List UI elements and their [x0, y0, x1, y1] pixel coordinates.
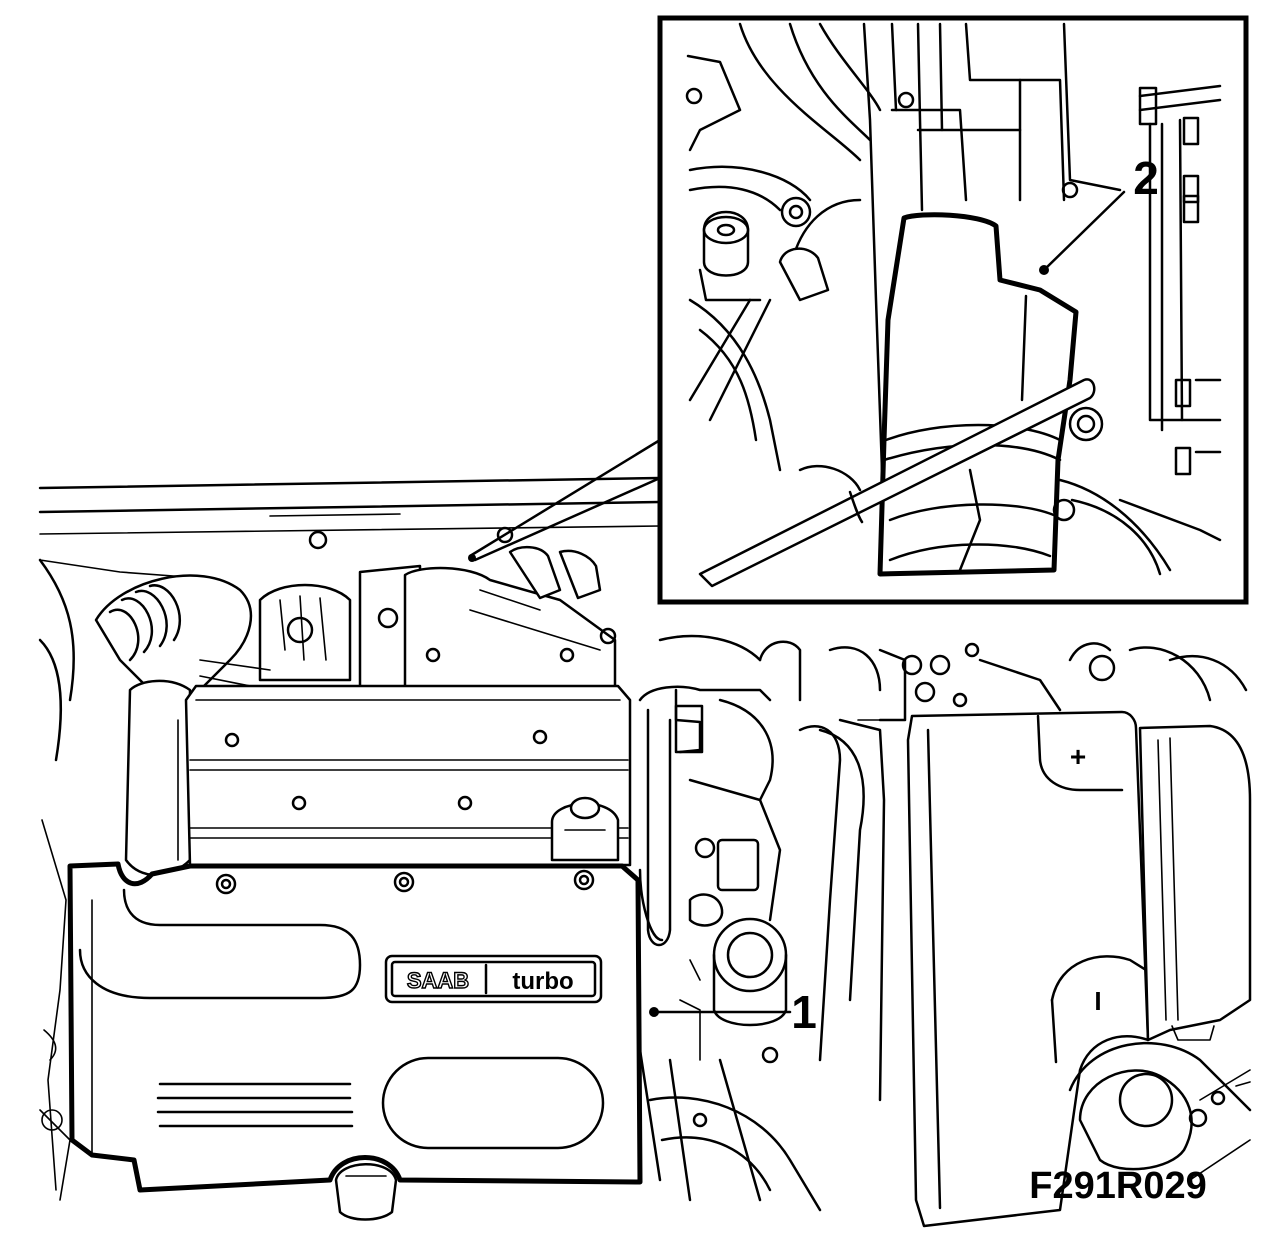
- detail-inset: 2: [468, 15, 1249, 605]
- battery-positive: +: [1070, 741, 1086, 772]
- battery: + I: [906, 710, 1252, 1228]
- engine-cover: [67, 861, 643, 1193]
- callout-2: 2: [1039, 152, 1159, 275]
- strut-tower: [1068, 1041, 1252, 1181]
- emblem-brand: SAAB: [407, 968, 469, 993]
- inset-drawing: [685, 22, 1222, 588]
- figure-code: F291R029: [1029, 1165, 1206, 1207]
- engine-bay-view: SAAB turbo: [38, 476, 1252, 1228]
- cam-cover: [184, 684, 632, 867]
- lower-cap: [334, 1163, 398, 1221]
- middle-components: [638, 634, 1248, 1212]
- saab-turbo-emblem: SAAB turbo: [384, 954, 603, 1004]
- oil-filler-cap: [550, 796, 620, 862]
- emblem-model: turbo: [512, 968, 573, 995]
- left-fender: [38, 558, 75, 1201]
- intake-box: [403, 546, 617, 692]
- callout-1-label: 1: [791, 986, 817, 1038]
- callout-1: 1: [649, 986, 817, 1038]
- callout-2-label: 2: [1133, 152, 1159, 204]
- battery-negative: I: [1094, 986, 1101, 1016]
